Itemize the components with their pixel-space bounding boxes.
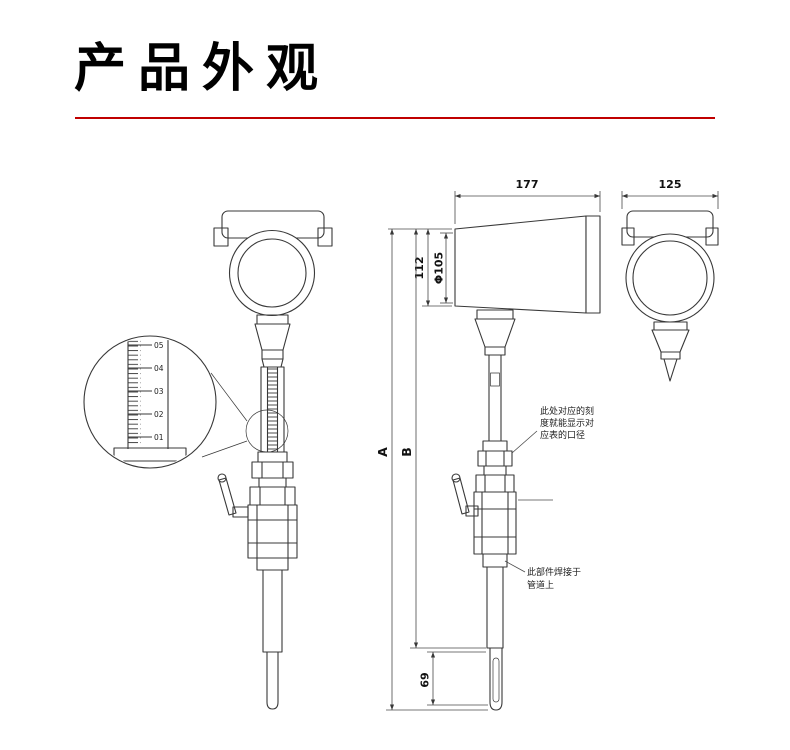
scale-label: 03 [154,387,164,396]
display-window-end [632,240,708,316]
outlet-pipe-side [486,566,504,649]
display-window [237,238,307,308]
probe-point-end [663,358,678,382]
dim-label-69: 69 [419,672,432,687]
sensor-slot [492,657,500,703]
scale-highlight-circle [245,409,289,453]
magnifier-detail: 05 04 03 02 01 [83,335,289,469]
display-bezel [228,229,316,317]
display-bezel-end [625,233,715,323]
left-ear-end [621,227,635,246]
side-view [451,215,601,711]
scale-note-leader [511,430,538,454]
valve-handle-side [451,473,479,517]
weld-note-leader [504,560,526,573]
left-conduit-ear [213,227,229,247]
dim-label-125: 125 [659,178,682,191]
scale-label: 02 [154,410,164,419]
scale-note-line: 此处对应的刻 [540,405,594,417]
scale-label: 04 [154,364,164,373]
scale-label: 05 [154,341,164,350]
housing-end-cap [585,215,601,314]
valve-body [247,504,298,559]
valve-handle [217,473,249,518]
annotations: 此处对应的刻 度就能显示对 应表的口径 此部件焊接于 管道上 [504,405,594,591]
scale-note-line: 度就能显示对 [540,417,594,429]
probe-stem-side [488,354,502,442]
outlet-pipe [262,569,283,653]
dim-label-A: A [375,447,390,457]
dim-label-phi105: Φ105 [433,252,446,284]
probe-tip [266,651,279,710]
weld-note-line: 管道上 [527,579,554,591]
dim-label-177: 177 [516,178,539,191]
page-title: 产品外观 [74,39,331,99]
magnifier-circle [83,335,217,469]
weld-note-line: 此部件焊接于 [527,566,581,578]
dim-label-B: B [399,447,414,457]
dim-label-112: 112 [413,257,426,280]
right-ear-end [705,227,719,246]
dimensions: 177 125 112 Φ105 A B [375,178,719,711]
valve-body-side [473,491,517,555]
end-view [621,210,719,382]
front-view [213,210,333,710]
scale-ticks [267,368,278,450]
title-underline [75,117,715,119]
scale-label: 01 [154,433,164,442]
housing-body-side [454,215,587,314]
right-conduit-ear [317,227,333,247]
scale-note-line: 应表的口径 [540,429,585,441]
probe-tip-side [489,647,503,711]
housing-cover-band-end [626,210,714,238]
